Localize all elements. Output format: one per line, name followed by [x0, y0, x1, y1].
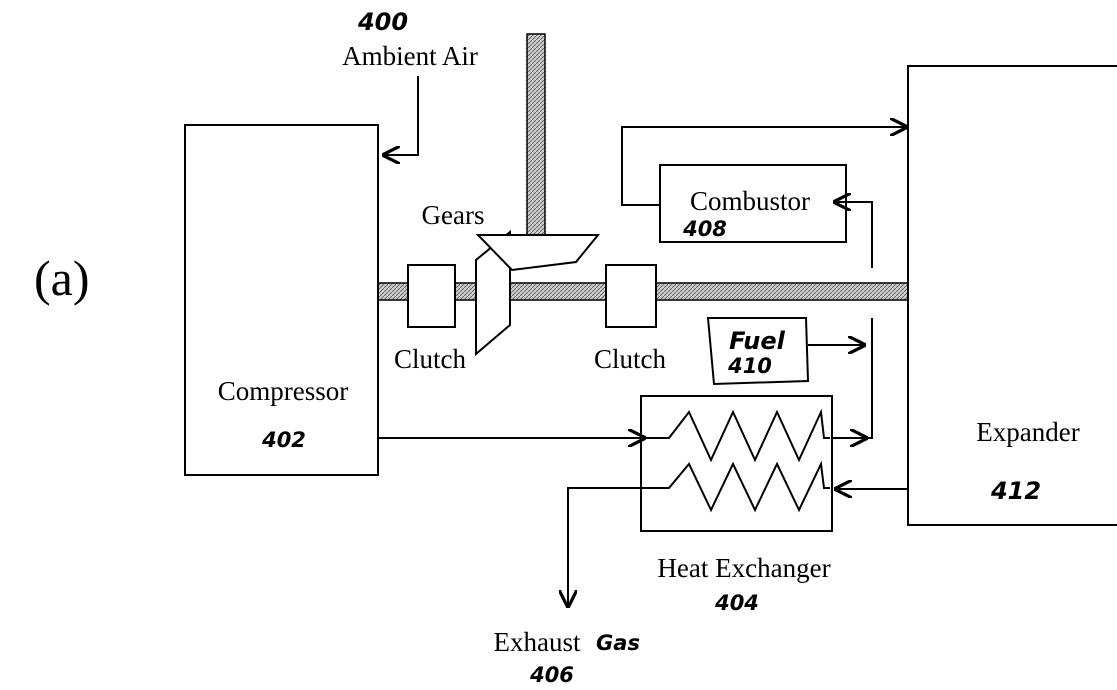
panel-label: (a) [34, 250, 90, 306]
compressor-box [184, 124, 379, 476]
clutch-right-box [605, 264, 657, 328]
gear-horizontal [475, 234, 601, 272]
hx-to-combustor-line [854, 318, 873, 439]
heat-exchanger-label: Heat Exchanger [657, 553, 830, 583]
heat-exchanger-box [640, 395, 833, 532]
fuel-label: Fuel [729, 327, 785, 355]
expander-box [907, 65, 1117, 526]
exhaust-gas-label: Gas [596, 631, 640, 655]
ambient-air-arrow [384, 76, 419, 155]
combustor-label: Combustor [690, 186, 810, 216]
expander-number: 412 [990, 477, 1041, 505]
fuel-box [706, 317, 810, 386]
exhaust-label: Exhaust [494, 627, 581, 657]
clutch-left-box [407, 264, 456, 328]
ambient-air-label: Ambient Air [342, 41, 478, 71]
exhaust-arrow [568, 487, 645, 606]
compressor-label: Compressor [218, 376, 349, 406]
heat-exchanger-number: 404 [714, 591, 759, 615]
compressor-number: 402 [261, 428, 306, 452]
hx-lower-coil [645, 460, 830, 513]
combustor-box [659, 164, 847, 243]
fuel-number: 410 [727, 354, 772, 378]
ambient-air-number: 400 [357, 8, 408, 36]
exhaust-number: 406 [529, 663, 574, 687]
gears-label: Gears [422, 200, 485, 230]
clutch-right-label: Clutch [594, 344, 666, 374]
combustor-number: 408 [682, 217, 727, 241]
expander-label: Expander [976, 417, 1079, 447]
hx-upper-coil [645, 408, 830, 463]
combustor-to-expander-arrow [621, 127, 906, 206]
clutch-left-label: Clutch [394, 344, 466, 374]
vertical-shaft [526, 33, 546, 241]
to-combustor-arrow [835, 202, 873, 268]
